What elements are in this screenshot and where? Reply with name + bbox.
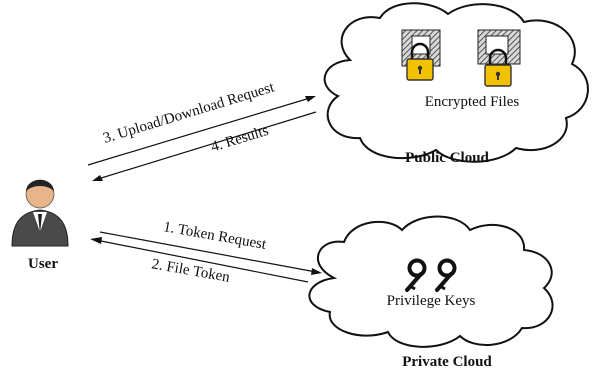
results-label: 4. Results — [209, 123, 270, 156]
public-cloud: Encrypted Files — [323, 2, 589, 163]
key-icon — [405, 258, 427, 292]
private-cloud-caption: Private Cloud — [402, 354, 492, 370]
arrow-file-token — [90, 237, 309, 283]
private-cloud: Privilege Keys — [308, 215, 554, 348]
arrow-upload-request — [87, 96, 316, 166]
encrypted-file-1 — [401, 29, 441, 81]
file-token-label: 2. File Token — [150, 256, 231, 286]
privilege-keys-label: Privilege Keys — [387, 293, 476, 309]
lock-shackle-icon — [410, 42, 430, 60]
arrow-token-request — [99, 231, 322, 275]
key-icon — [435, 258, 457, 292]
public-cloud-shape — [323, 2, 589, 163]
token-request-label: 1. Token Request — [162, 219, 268, 253]
encrypted-files-label: Encrypted Files — [425, 94, 520, 110]
private-cloud-shape — [308, 215, 554, 348]
user-avatar — [11, 179, 69, 247]
user-label: User — [28, 256, 58, 272]
public-cloud-caption: Public Cloud — [405, 150, 489, 166]
arrow-results — [92, 111, 317, 181]
lock-shackle-icon — [488, 48, 508, 66]
encrypted-file-2 — [477, 29, 521, 87]
